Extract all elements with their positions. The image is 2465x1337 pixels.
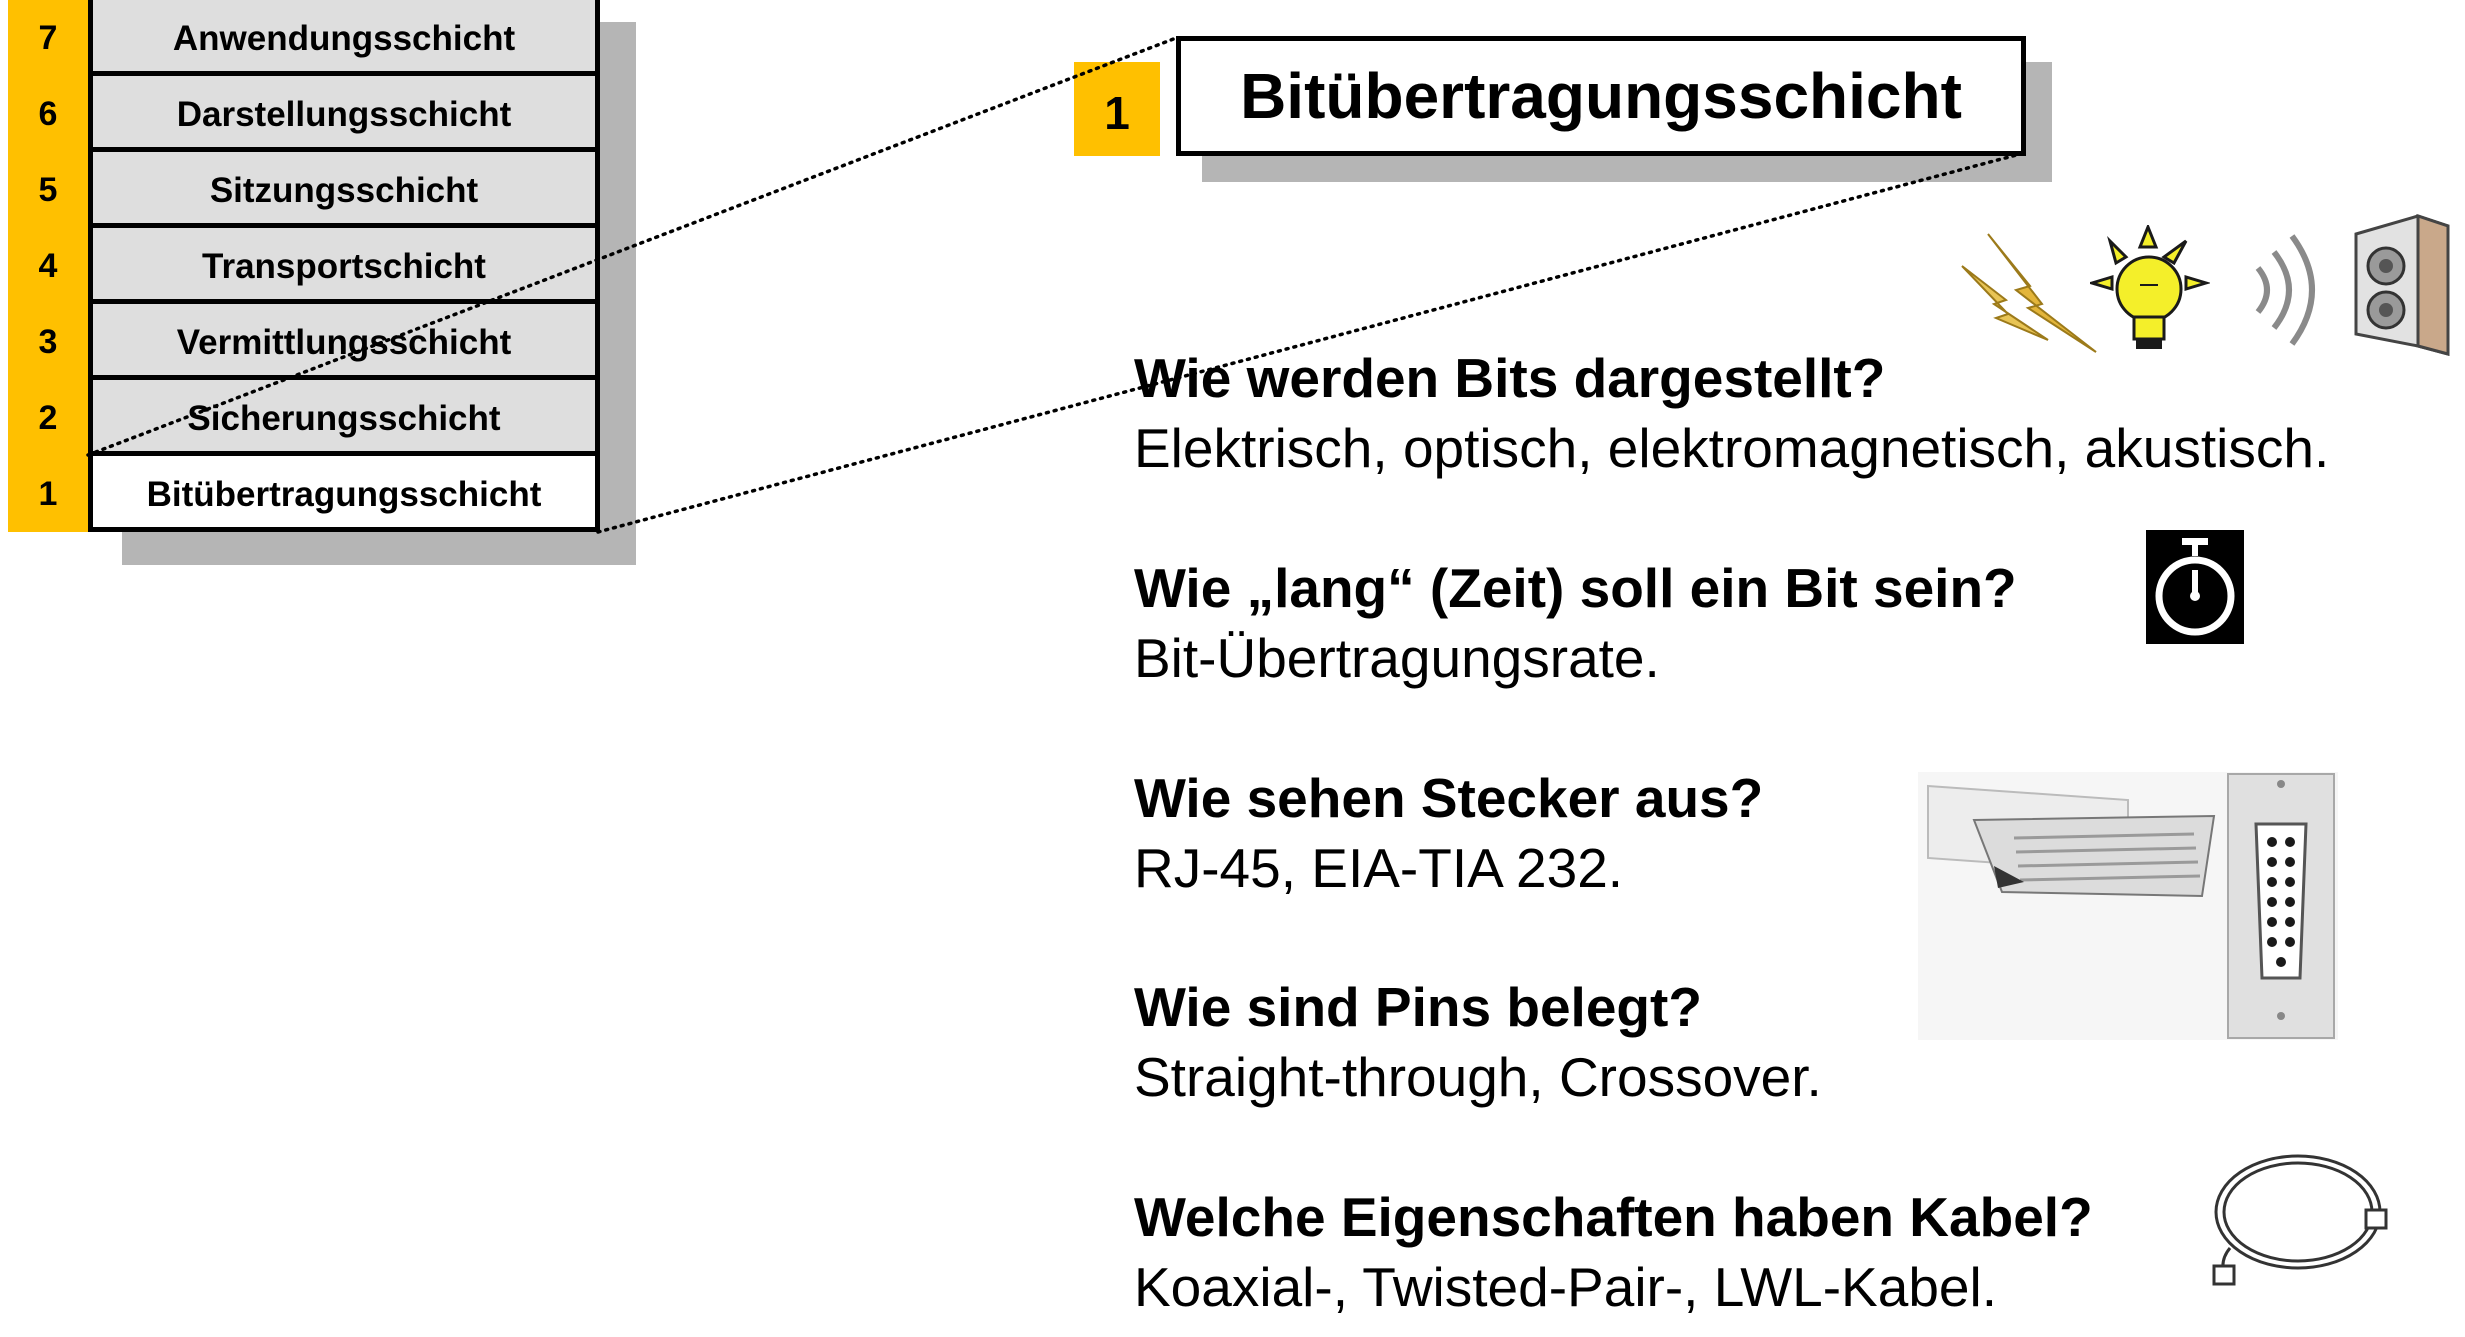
- layer-name: Vermittlungsschicht: [88, 304, 600, 380]
- header-layer-number: 1: [1074, 62, 1160, 156]
- layer-name: Bitübertragungsschicht: [88, 456, 600, 532]
- answer: RJ-45, EIA-TIA 232.: [1134, 837, 1624, 899]
- question: Wie sehen Stecker aus?: [1134, 767, 1764, 829]
- osi-layer-5: 5 Sitzungsschicht: [8, 152, 600, 228]
- light-bulb-icon: [2090, 225, 2210, 349]
- osi-layer-3: 3 Vermittlungsschicht: [8, 304, 600, 380]
- layer-name: Sicherungsschicht: [88, 380, 600, 456]
- layer-number: 7: [8, 0, 88, 76]
- layer-name: Sitzungsschicht: [88, 152, 600, 228]
- cable-icon: [2212, 1154, 2388, 1286]
- lightning-icon: [1961, 233, 2097, 353]
- header-title: Bitübertragungsschicht: [1176, 36, 2026, 156]
- connector-icon: [1918, 772, 2338, 1040]
- layer-number: 5: [8, 152, 88, 228]
- osi-layer-stack: 7 Anwendungsschicht 6 Darstellungsschich…: [8, 0, 636, 565]
- osi-layer-1: 1 Bitübertragungsschicht: [8, 456, 600, 532]
- sound-waves-icon: [2255, 234, 2315, 346]
- answer: Koaxial-, Twisted-Pair-, LWL-Kabel.: [1134, 1256, 1998, 1318]
- layer-number: 1: [8, 456, 88, 532]
- question: Wie werden Bits dargestellt?: [1134, 347, 1886, 409]
- layer-name: Darstellungsschicht: [88, 76, 600, 152]
- layer-number: 2: [8, 380, 88, 456]
- qa-block-representation: Wie werden Bits dargestellt? Elektrisch,…: [1134, 343, 2329, 483]
- layer-number: 4: [8, 228, 88, 304]
- question: Welche Eigenschaften haben Kabel?: [1134, 1186, 2093, 1248]
- osi-layer-2: 2 Sicherungsschicht: [8, 380, 600, 456]
- qa-block-pins: Wie sind Pins belegt? Straight-through, …: [1134, 972, 1822, 1112]
- osi-layer-6: 6 Darstellungsschicht: [8, 76, 600, 152]
- qa-block-bit-duration: Wie „lang“ (Zeit) soll ein Bit sein? Bit…: [1134, 553, 2017, 693]
- osi-layer-7: 7 Anwendungsschicht: [8, 0, 600, 76]
- layer-number: 3: [8, 304, 88, 380]
- answer: Straight-through, Crossover.: [1134, 1046, 1822, 1108]
- question: Wie „lang“ (Zeit) soll ein Bit sein?: [1134, 557, 2017, 619]
- layer-name: Anwendungsschicht: [88, 0, 600, 76]
- stopwatch-icon: [2146, 530, 2244, 644]
- layer-number: 6: [8, 76, 88, 152]
- speaker-icon: [2354, 214, 2450, 356]
- qa-block-cables: Welche Eigenschaften haben Kabel? Koaxia…: [1134, 1182, 2093, 1322]
- answer: Elektrisch, optisch, elektromagnetisch, …: [1134, 417, 2330, 479]
- qa-block-connectors: Wie sehen Stecker aus? RJ-45, EIA-TIA 23…: [1134, 763, 1763, 903]
- answer: Bit-Übertragungsrate.: [1134, 627, 1660, 689]
- question: Wie sind Pins belegt?: [1134, 976, 1702, 1038]
